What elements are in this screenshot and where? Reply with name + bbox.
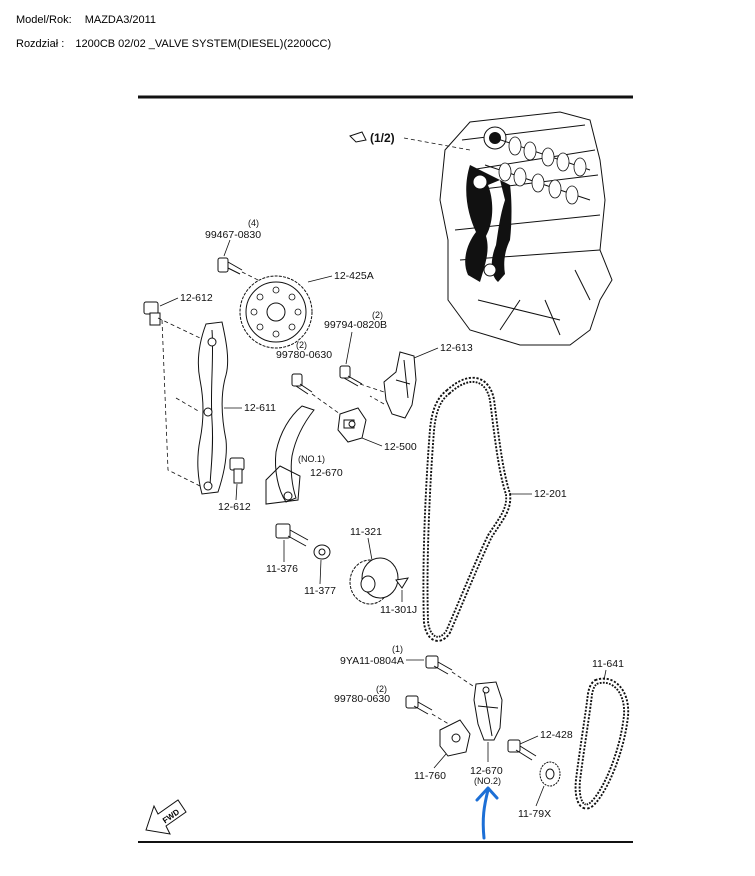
guide-12-611 [197, 321, 229, 495]
callout-11-321: 11-321 [350, 526, 382, 538]
section-value: 1200CB 02/02 _VALVE SYSTEM(DIESEL)(2200C… [75, 38, 332, 50]
callout-11-641: 11-641 [592, 658, 624, 670]
guide-12-670-no2 [473, 681, 503, 741]
callout-12-500: 12-500 [384, 441, 417, 453]
bolt-12-612-upper [143, 301, 161, 326]
callout-12-611: 12-611 [244, 402, 276, 414]
callout-11-79X: 11-79X [518, 808, 551, 820]
sprocket-11-321 [349, 557, 399, 605]
callout-12-612-b: 12-612 [218, 501, 251, 513]
callout-99780-b: 99780-0630 [334, 693, 390, 705]
callout-12-670-no1-note: (NO.1) [298, 454, 325, 464]
callout-9YA11-qty: (1) [392, 644, 403, 654]
washer-11-377 [313, 544, 331, 560]
key-11-301J [395, 577, 409, 589]
callout-12-670-no2-note: (NO.2) [474, 776, 501, 786]
bolt-99780-lower [405, 695, 433, 715]
page-ref: (1/2) [349, 131, 471, 151]
model-value: MAZDA3/2011 [84, 14, 157, 26]
model-label: Model/Rok: [16, 14, 72, 26]
model-row: Model/Rok: MAZDA3/2011 [16, 14, 156, 26]
bolt-11-376 [275, 523, 309, 547]
chain-12-201 [422, 376, 512, 642]
callout-11-760: 11-760 [414, 770, 446, 782]
callout-99467: 99467-0830 [205, 229, 261, 241]
callout-12-201: 12-201 [534, 488, 567, 500]
callout-11-301J: 11-301J [380, 604, 417, 616]
chain-11-641 [574, 677, 630, 810]
callout-99780b-qty: (2) [376, 684, 387, 694]
sprocket-12-425A [239, 275, 313, 349]
blue-annotation-arrow [475, 786, 499, 840]
bolt-9YA11 [425, 655, 453, 675]
callout-12-428: 12-428 [540, 729, 573, 741]
guide-12-670-no1 [265, 405, 315, 505]
callout-99467-qty: (4) [248, 218, 259, 228]
callout-99780-a: 99780-0630 [276, 349, 332, 361]
tensioner-12-500 [337, 407, 367, 443]
callout-12-670-b: 12-670 [470, 765, 503, 777]
engine-assembly [439, 111, 613, 346]
callout-99794-qty: (2) [372, 310, 383, 320]
bolt-99794 [339, 365, 363, 387]
bolt-12-428 [507, 739, 537, 761]
sprocket-11-79X [539, 761, 561, 787]
fwd-arrow: FWD [145, 799, 187, 835]
page-ref-label: (1/2) [370, 131, 395, 145]
callout-99794: 99794-0820B [324, 319, 387, 331]
callout-11-377: 11-377 [304, 585, 336, 597]
callout-12-613: 12-613 [440, 342, 473, 354]
guide-12-613 [383, 351, 417, 419]
section-label: Rozdział : [16, 38, 65, 50]
tensioner-11-760 [439, 719, 471, 757]
callout-11-376: 11-376 [266, 563, 298, 575]
callout-12-670-a: 12-670 [310, 467, 343, 479]
callout-12-612-a: 12-612 [180, 292, 213, 304]
bolt-12-612-lower [229, 457, 245, 484]
bolt-99467 [217, 257, 263, 283]
section-row: Rozdział : 1200CB 02/02 _VALVE SYSTEM(DI… [16, 38, 331, 50]
callout-12-425A: 12-425A [334, 270, 374, 282]
bolt-99780-upper [291, 373, 313, 395]
callout-99780a-qty: (2) [296, 340, 307, 350]
callout-9YA11: 9YA11-0804A [340, 655, 404, 667]
